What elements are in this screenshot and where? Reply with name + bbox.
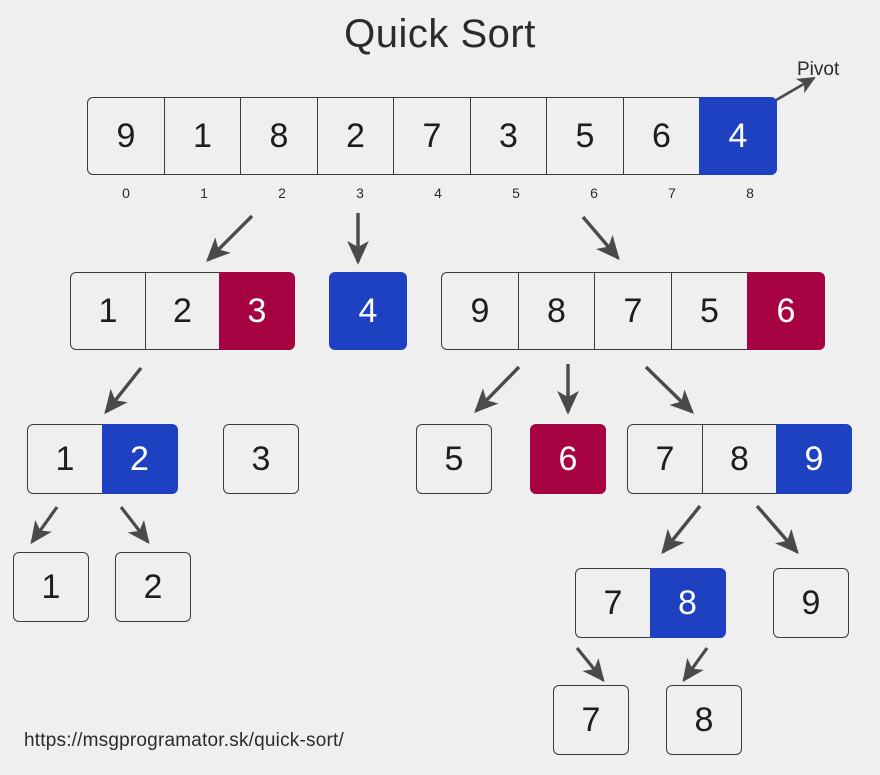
array-leaf-one[interactable]: 1 — [13, 552, 89, 622]
array-cell[interactable]: 8 — [666, 685, 742, 755]
array-cell-pivot[interactable]: 4 — [699, 97, 777, 175]
array-cell[interactable]: 2 — [316, 97, 395, 175]
array-cell[interactable]: 3 — [223, 424, 299, 494]
index-label: 7 — [668, 185, 676, 201]
array-cell[interactable]: 5 — [670, 272, 749, 350]
arrow-seveneightnine-to-nine — [755, 504, 799, 555]
array-leaf-two[interactable]: 2 — [115, 552, 191, 622]
array-cell[interactable]: 7 — [393, 97, 471, 175]
page-title: Quick Sort — [344, 12, 536, 56]
array-cell[interactable]: 9 — [773, 568, 849, 638]
array-cell[interactable]: 9 — [87, 97, 165, 175]
array-cell-pivot[interactable]: 9 — [776, 424, 852, 494]
index-label: 4 — [434, 185, 442, 201]
array-cell-pivot[interactable]: 8 — [649, 568, 726, 638]
array-right-sub-partition[interactable]: 7 8 — [575, 568, 726, 638]
array-cell-pivot[interactable]: 3 — [219, 272, 295, 350]
arrow-left-to-leftleft — [104, 366, 143, 415]
index-label: 8 — [746, 185, 754, 201]
array-left-pivot-partition[interactable]: 3 — [223, 424, 299, 494]
arrow-onetwo-to-two — [119, 506, 150, 545]
array-left-left-partition[interactable]: 1 2 — [27, 424, 178, 494]
array-root-array[interactable]: 9 1 8 2 7 3 5 6 4 — [87, 97, 777, 175]
source-url: https://msgprogramator.sk/quick-sort/ — [24, 730, 344, 751]
array-cell[interactable]: 1 — [27, 424, 103, 494]
array-cell[interactable]: 1 — [163, 97, 242, 175]
array-cell[interactable]: 5 — [546, 97, 624, 175]
index-label: 3 — [356, 185, 364, 201]
arrow-root-to-left — [206, 214, 254, 262]
array-cell[interactable]: 1 — [70, 272, 146, 350]
index-label: 2 — [278, 185, 286, 201]
index-label: 1 — [200, 185, 208, 201]
array-leaf-eight[interactable]: 8 — [666, 685, 742, 755]
array-left-partition[interactable]: 1 2 3 — [70, 272, 295, 350]
array-cell[interactable]: 7 — [594, 272, 672, 350]
array-right-pivot-partition[interactable]: 6 — [530, 424, 606, 494]
array-leaf-seven[interactable]: 7 — [553, 685, 629, 755]
array-cell[interactable]: 8 — [517, 272, 596, 350]
array-cell[interactable]: 1 — [13, 552, 89, 622]
array-cell[interactable]: 7 — [553, 685, 629, 755]
array-cell[interactable]: 8 — [701, 424, 778, 494]
array-cell[interactable]: 8 — [240, 97, 318, 175]
arrow-right-to-rightright — [644, 365, 694, 414]
pivot-annotation-label: Pivot — [797, 59, 840, 80]
root-index-labels: 0 1 2 3 4 5 6 7 8 — [87, 185, 789, 201]
array-right-partition[interactable]: 9 8 7 5 6 — [441, 272, 825, 350]
array-cell[interactable]: 7 — [627, 424, 703, 494]
arrow-right-to-five — [474, 365, 521, 413]
array-right-right-partition[interactable]: 7 8 9 — [627, 424, 852, 494]
array-cell[interactable]: 2 — [144, 272, 221, 350]
array-cell[interactable]: 5 — [416, 424, 492, 494]
arrow-seveneight-to-seven — [575, 646, 605, 682]
array-cell[interactable]: 7 — [575, 568, 651, 638]
array-cell-pivot[interactable]: 6 — [530, 424, 606, 494]
array-leaf-nine[interactable]: 9 — [773, 568, 849, 638]
arrow-seveneight-to-eight — [682, 647, 709, 683]
arrow-root-to-right — [581, 215, 620, 261]
array-cell-pivot[interactable]: 6 — [747, 272, 825, 350]
array-cell[interactable]: 2 — [115, 552, 191, 622]
index-label: 0 — [122, 185, 130, 201]
array-cell[interactable]: 3 — [469, 97, 548, 175]
index-label: 6 — [590, 185, 598, 201]
index-label: 5 — [512, 185, 520, 201]
arrow-seveneightnine-to-seveneight — [661, 504, 702, 555]
array-pivot-partition[interactable]: 4 — [329, 272, 407, 350]
array-cell-pivot[interactable]: 4 — [329, 272, 407, 350]
array-cell[interactable]: 9 — [441, 272, 519, 350]
array-cell[interactable]: 6 — [622, 97, 701, 175]
arrow-onetwo-to-one — [30, 506, 59, 545]
array-right-left-partition[interactable]: 5 — [416, 424, 492, 494]
array-cell-pivot[interactable]: 2 — [101, 424, 178, 494]
